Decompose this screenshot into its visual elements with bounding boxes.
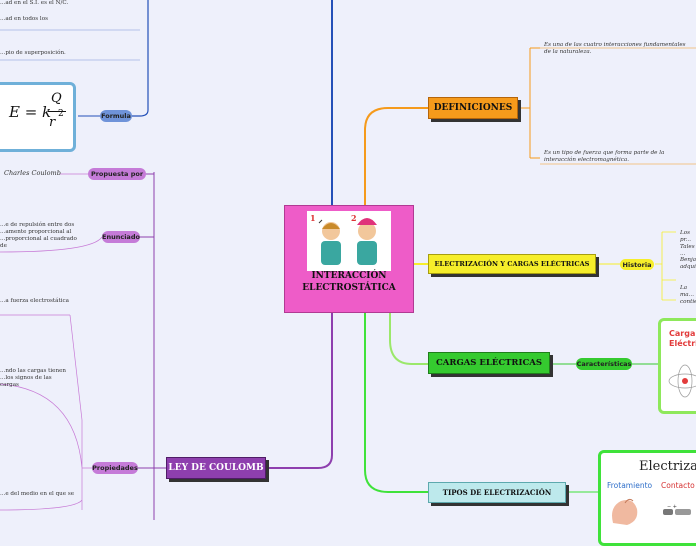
- propuesta-value: Charles Coulomb: [4, 170, 61, 177]
- atom-icon: [667, 361, 696, 401]
- charged-characters-icon: [307, 211, 391, 271]
- enunciado-text: ...e de repulsión entre dos ...amente pr…: [0, 222, 80, 250]
- tipos-image: Electrizac... Frotamiento Contacto − +: [598, 450, 696, 546]
- definiciones-node[interactable]: DEFINICIONES: [428, 97, 518, 119]
- frotamiento-label: Frotamiento: [607, 481, 652, 490]
- formula-denominator: r: [49, 115, 55, 130]
- propuesta-por-tag[interactable]: Propuesta por: [88, 168, 146, 180]
- electrizacion-cargas-node[interactable]: ELECTRIZACIÓN Y CARGAS ELÉCTRICAS: [428, 254, 596, 274]
- propiedad-1: ...a fuerza electrostática: [0, 298, 90, 305]
- electrization-illustration-icon: − +: [607, 493, 696, 527]
- tipos-electrizacion-node[interactable]: TIPOS DE ELECTRIZACIÓN: [428, 482, 566, 503]
- formula-tag[interactable]: Formula: [100, 110, 132, 122]
- top-note-3: ...pio de superposición.: [0, 50, 90, 57]
- enunciado-tag[interactable]: Enunciado: [102, 231, 140, 243]
- historia-note-3: La ma... contie...: [680, 285, 696, 306]
- historia-tag[interactable]: Historia: [620, 259, 654, 270]
- definicion-note-2: Es un tipo de fuerza que forma parte de …: [544, 150, 694, 164]
- formula-numerator: Q: [51, 91, 62, 106]
- formula-lhs: E = k: [9, 103, 51, 121]
- contacto-label: Contacto: [661, 481, 695, 490]
- top-note-1: ...ad en el S.I. es el N/C.: [0, 0, 90, 7]
- svg-text:− +: − +: [667, 504, 677, 510]
- cargas-image-text: Carga Eléctric...: [669, 329, 696, 349]
- historia-note-2: Benja... adqui...: [680, 257, 696, 271]
- propiedades-tag[interactable]: Propiedades: [92, 462, 138, 474]
- ley-coulomb-node[interactable]: LEY DE COULOMB: [166, 457, 266, 479]
- top-note-2: ...ad en todos los: [0, 16, 90, 23]
- cargas-image: Carga Eléctric...: [658, 318, 696, 414]
- formula-box: E = k Q r 2: [0, 82, 76, 152]
- badge-2: 2: [351, 213, 357, 223]
- central-illustration: 1 2: [307, 211, 391, 271]
- caracteristicas-tag[interactable]: Características: [576, 358, 632, 370]
- propiedad-2: ...ndo las cargas tienen ...los signos d…: [0, 368, 70, 389]
- badge-1: 1: [310, 213, 316, 223]
- central-title: INTERACCIÓN ELECTROSTÁTICA: [299, 270, 399, 294]
- propiedad-3: ...e del medio en el que se: [0, 491, 80, 498]
- cargas-electricas-node[interactable]: CARGAS ELÉCTRICAS: [428, 352, 550, 374]
- tipos-image-title: Electrizac...: [639, 459, 696, 474]
- historia-note-1: Los pr... Tales ...: [680, 230, 696, 258]
- formula-exponent: 2: [58, 109, 64, 119]
- definicion-note-1: Es una de las cuatro interacciones funda…: [544, 42, 694, 56]
- central-node[interactable]: 1 2 INTERACCIÓN ELECTROSTÁTICA: [284, 205, 414, 313]
